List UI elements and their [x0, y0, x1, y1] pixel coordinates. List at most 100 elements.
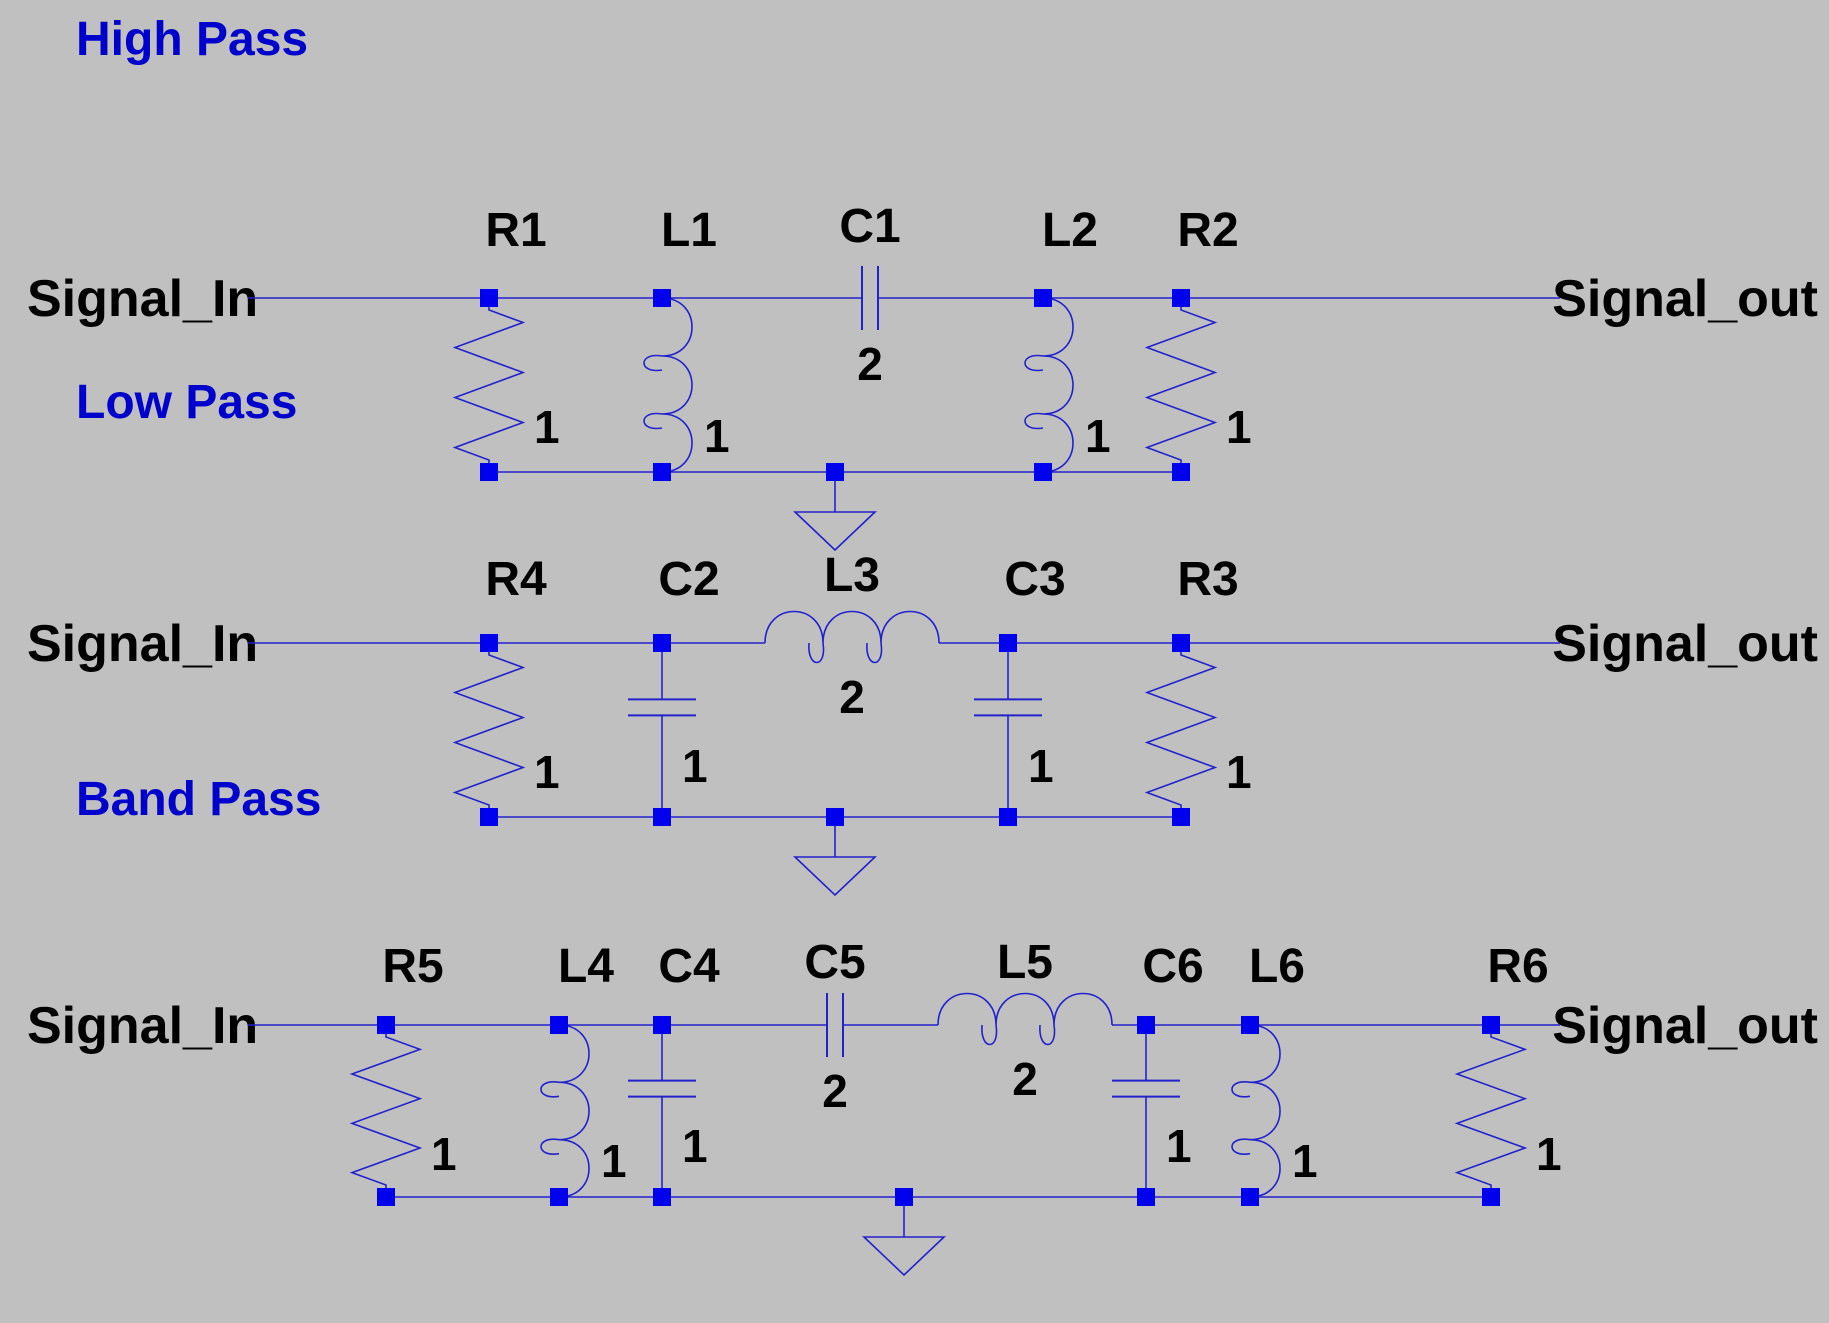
ground-symbol	[792, 511, 878, 552]
component-value: 1	[1292, 1135, 1318, 1187]
ground-node	[895, 1188, 913, 1206]
inductor-loop	[1024, 412, 1044, 430]
component-value: 1	[1166, 1120, 1192, 1172]
component-value: 2	[822, 1065, 848, 1117]
component-l5: 2L5	[937, 936, 1113, 1105]
junction-node	[1172, 808, 1190, 826]
inductor-loop	[540, 1138, 560, 1155]
component-ref-label: C4	[658, 940, 720, 993]
junction-node	[550, 1188, 568, 1206]
inductor-loop	[808, 642, 825, 664]
inductor-coil	[1249, 1024, 1281, 1198]
component-ref-label: C1	[839, 200, 900, 253]
component-l6: 1L6	[1231, 940, 1318, 1206]
component-ref-label: L3	[824, 549, 880, 602]
component-r3: 1R3	[1144, 553, 1252, 826]
junction-node	[653, 634, 671, 652]
inductor-coil	[764, 610, 940, 644]
component-ref-label: C5	[804, 936, 865, 989]
junction-node	[1482, 1016, 1500, 1034]
resistor-symbol	[349, 1025, 423, 1197]
component-r4: 1 R4	[452, 553, 560, 826]
junction-node	[1137, 1016, 1155, 1034]
resistor-symbol	[452, 643, 526, 817]
ground-symbol	[792, 856, 878, 897]
component-ref-label: R6	[1487, 940, 1548, 993]
resistor-symbol	[1144, 298, 1218, 472]
junction-node	[1034, 463, 1052, 481]
junction-node	[653, 808, 671, 826]
signal-in-label: Signal_In	[27, 615, 258, 673]
component-value: 1	[431, 1128, 457, 1180]
inductor-loop	[540, 1081, 560, 1098]
component-r6: 1 R6	[1454, 940, 1562, 1206]
junction-node	[653, 1016, 671, 1034]
junction-node	[1241, 1016, 1259, 1034]
signal-in-label: Signal_In	[27, 997, 258, 1055]
ground-node	[826, 808, 844, 826]
resistor-symbol	[1144, 643, 1218, 817]
component-r5: 1 R5	[349, 940, 457, 1206]
component-ref-label: R3	[1177, 553, 1238, 606]
inductor-loop	[643, 354, 663, 372]
inductor-loop	[1231, 1081, 1251, 1098]
component-l3: 2 L3	[764, 549, 940, 723]
component-c4: 1 C4	[628, 940, 720, 1206]
component-ref-label: L2	[1042, 204, 1098, 257]
component-ref-label: C3	[1004, 553, 1065, 606]
component-c1: 2 C1	[839, 200, 900, 390]
component-ref-label: L1	[661, 204, 717, 257]
inductor-loop	[981, 1024, 998, 1046]
junction-node	[1172, 634, 1190, 652]
inductor-coil	[1042, 297, 1074, 473]
component-ref-label: C6	[1142, 940, 1203, 993]
component-ref-label: R4	[485, 553, 547, 606]
component-value: 2	[839, 671, 865, 723]
component-ref-label: R5	[382, 940, 443, 993]
component-value: 1	[682, 1120, 708, 1172]
component-value: 2	[857, 338, 883, 390]
component-value: 1	[534, 401, 560, 453]
component-ref-label: L4	[558, 940, 614, 993]
signal-in-label: Signal_In	[27, 270, 258, 328]
component-value: 1	[704, 410, 730, 462]
component-value: 1	[1536, 1128, 1562, 1180]
junction-node	[480, 463, 498, 481]
resistor-symbol	[1454, 1025, 1528, 1197]
component-value: 1	[682, 740, 708, 792]
component-c3: 1 C3	[974, 553, 1066, 826]
junction-node	[653, 463, 671, 481]
junction-node	[1172, 289, 1190, 307]
component-value: 1	[601, 1135, 627, 1187]
component-l2: 1 L2	[1024, 204, 1111, 481]
component-ref-label: C2	[658, 553, 719, 606]
inductor-loop	[1024, 354, 1044, 372]
component-ref-label: L5	[997, 936, 1053, 989]
component-value: 1	[1028, 740, 1054, 792]
inductor-loop	[1231, 1138, 1251, 1155]
ground-node	[826, 463, 844, 481]
component-value: 1	[534, 746, 560, 798]
component-value: 1	[1085, 410, 1111, 462]
signal-out-label: Signal_out	[1552, 270, 1818, 328]
inductor-coil	[558, 1024, 590, 1198]
junction-node	[480, 808, 498, 826]
inductor-loop	[643, 412, 663, 430]
junction-node	[999, 634, 1017, 652]
junction-node	[1172, 463, 1190, 481]
signal-out-label: Signal_out	[1552, 615, 1818, 673]
filter-low: Signal_In Signal_out 1 R4 1 C2 1 C3 1R3 2 L3	[27, 549, 1818, 897]
component-r1: 1R1	[452, 204, 560, 481]
junction-node	[377, 1016, 395, 1034]
component-c6: 1 C6	[1112, 940, 1204, 1206]
junction-node	[550, 1016, 568, 1034]
component-l4: 1 L4	[540, 940, 627, 1206]
section-title-band-pass: Band Pass	[76, 773, 321, 826]
junction-node	[653, 1188, 671, 1206]
resistor-symbol	[452, 298, 526, 472]
inductor-coil	[661, 297, 693, 473]
junction-node	[1482, 1188, 1500, 1206]
